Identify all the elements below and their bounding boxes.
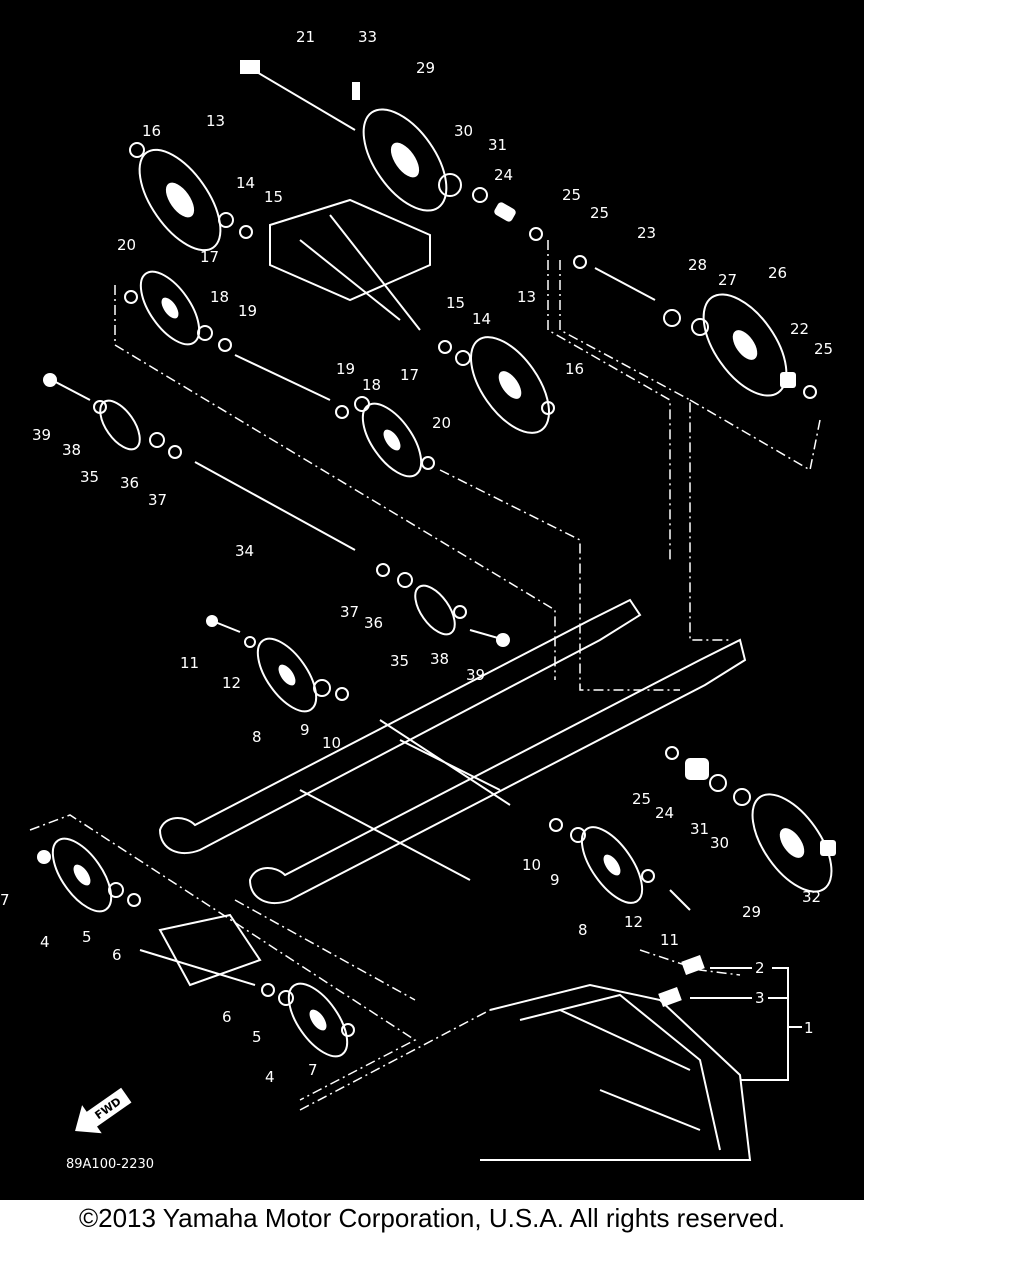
copyright-notice: ©2013 Yamaha Motor Corporation, U.S.A. A…	[78, 1203, 786, 1233]
part-label: 38	[430, 650, 449, 668]
parts-diagram: FWD 1 2 3 4 4 5 5 6 6 7 7 8 8 9 9 10 10 …	[0, 0, 864, 1200]
part-label: 28	[688, 256, 707, 274]
part-labels: 1 2 3 4 4 5 5 6 6 7 7 8 8 9 9 10 10 11 1…	[0, 28, 833, 1086]
part-label: 4	[40, 933, 50, 951]
part-label: 7	[0, 891, 10, 909]
wheels	[51, 108, 833, 1058]
part-label: 18	[210, 288, 229, 306]
part-label: 27	[718, 271, 737, 289]
part-label: 3	[755, 989, 765, 1007]
track	[480, 955, 752, 1161]
part-label: 25	[632, 790, 651, 808]
part-label: 39	[32, 426, 51, 444]
part-label: 34	[235, 542, 254, 560]
part-label: 12	[222, 674, 241, 692]
part-label: 24	[494, 166, 513, 184]
part-label: 20	[117, 236, 136, 254]
part-label: 35	[80, 468, 99, 486]
part-label: 24	[655, 804, 674, 822]
part-label: 35	[390, 652, 409, 670]
part-label: 11	[660, 931, 679, 949]
part-label: 16	[142, 122, 161, 140]
part-label: 5	[82, 928, 92, 946]
part-label: 12	[624, 913, 643, 931]
part-label: 4	[265, 1068, 275, 1086]
guide-lines	[29, 240, 821, 1111]
part-label: 30	[710, 834, 729, 852]
part-label: 15	[264, 188, 283, 206]
part-label: 29	[416, 59, 435, 77]
part-label: 10	[322, 734, 341, 752]
part-label: 22	[790, 320, 809, 338]
shafts	[47, 60, 691, 911]
part-label: 9	[550, 871, 560, 889]
fwd-arrow-icon: FWD	[75, 1087, 132, 1134]
part-label: 33	[358, 28, 377, 46]
part-label: 32	[802, 888, 821, 906]
part-label: 17	[200, 248, 219, 266]
part-label: 10	[522, 856, 541, 874]
part-label: 16	[565, 360, 584, 378]
part-label: 7	[308, 1061, 318, 1079]
part-label: 8	[578, 921, 588, 939]
part-label: 37	[340, 603, 359, 621]
part-label: 19	[238, 302, 257, 320]
part-label: 31	[690, 820, 709, 838]
diagram-code: 89A100-2230	[66, 1157, 154, 1172]
part-label: 1	[804, 1019, 814, 1037]
part-label: 15	[446, 294, 465, 312]
pivot-arm	[139, 198, 431, 987]
callout-brackets	[690, 967, 802, 1081]
part-label: 14	[472, 310, 491, 328]
part-label: 11	[180, 654, 199, 672]
part-label: 14	[236, 174, 255, 192]
part-label: 37	[148, 491, 167, 509]
part-label: 25	[814, 340, 833, 358]
part-label: 19	[336, 360, 355, 378]
part-label: 23	[637, 224, 656, 242]
part-label: 18	[362, 376, 381, 394]
part-label: 2	[755, 959, 765, 977]
part-label: 31	[488, 136, 507, 154]
part-label: 5	[252, 1028, 262, 1046]
part-label: 13	[206, 112, 225, 130]
part-label: 30	[454, 122, 473, 140]
part-label: 20	[432, 414, 451, 432]
part-label: 9	[300, 721, 310, 739]
part-label: 25	[590, 204, 609, 222]
slide-rails	[158, 598, 747, 905]
part-label: 21	[296, 28, 315, 46]
part-label: 6	[222, 1008, 232, 1026]
exploded-view: FWD 1 2 3 4 4 5 5 6 6 7 7 8 8 9 9 10 10 …	[0, 28, 836, 1172]
part-label: 8	[252, 728, 262, 746]
small-parts	[37, 82, 836, 1037]
part-label: 13	[517, 288, 536, 306]
part-label: 25	[562, 186, 581, 204]
part-label: 29	[742, 903, 761, 921]
part-label: 39	[466, 666, 485, 684]
part-label: 36	[120, 474, 139, 492]
part-label: 38	[62, 441, 81, 459]
part-label: 17	[400, 366, 419, 384]
part-label: 6	[112, 946, 122, 964]
part-label: 36	[364, 614, 383, 632]
part-label: 26	[768, 264, 787, 282]
